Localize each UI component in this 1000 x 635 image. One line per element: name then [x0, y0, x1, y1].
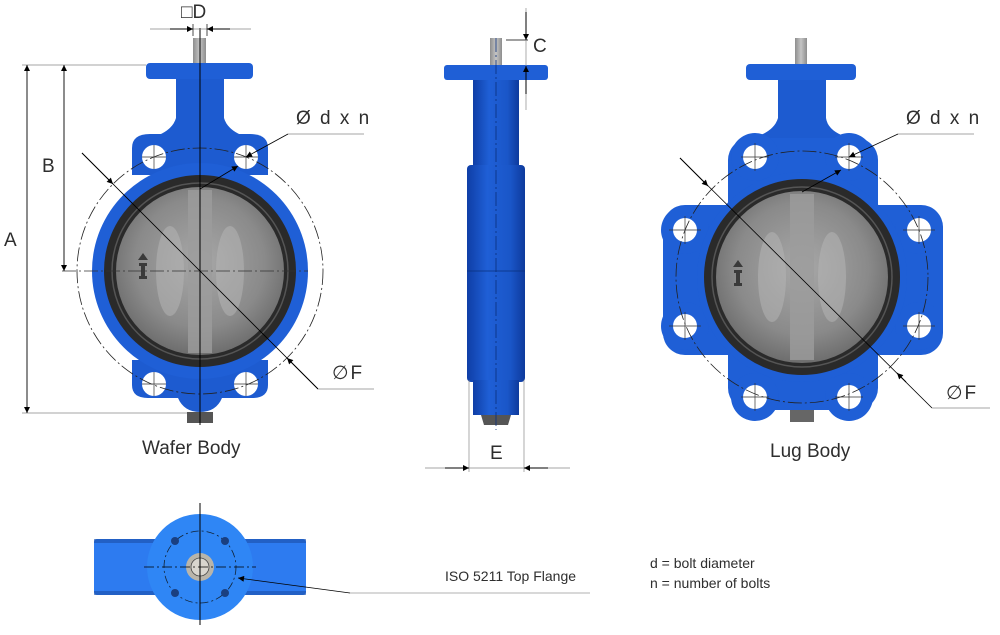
dimension-label-f-lug: ∅F: [946, 383, 979, 404]
lug-body-view: [661, 38, 990, 422]
side-view: [425, 8, 570, 472]
stem: [795, 38, 807, 66]
dimension-label-e: E: [490, 443, 503, 464]
pitch-circle: [675, 150, 929, 404]
legend-item-d: d = bolt diameter: [650, 555, 755, 571]
dimension-label-d: □D: [181, 2, 207, 23]
wafer-body-view: [22, 24, 374, 425]
top-flange-callout: ISO 5211 Top Flange: [445, 568, 577, 584]
top-view: [94, 503, 590, 625]
wafer-body-caption: Wafer Body: [142, 438, 241, 459]
dimension-label-f-wafer: ∅F: [332, 363, 365, 384]
lug-body-caption: Lug Body: [770, 441, 851, 462]
bolt-spec-label-wafer: Ø d x n: [296, 108, 372, 129]
top-flange: [746, 64, 856, 80]
neck: [752, 80, 850, 138]
flow-direction-icon: [138, 253, 148, 279]
legend-item-n: n = number of bolts: [650, 575, 771, 591]
dimension-label-c: C: [533, 36, 547, 57]
bottom-stub: [790, 410, 814, 422]
dimension-f-line: [679, 157, 933, 409]
legend: d = bolt diameter n = number of bolts: [650, 553, 770, 593]
dimension-label-a: A: [4, 230, 17, 251]
dimension-f-line: [81, 152, 319, 390]
flow-direction-icon: [733, 260, 743, 286]
bolt-spec-label-lug: Ø d x n: [906, 108, 982, 129]
dimension-label-b: B: [42, 156, 55, 177]
body: [467, 165, 525, 382]
